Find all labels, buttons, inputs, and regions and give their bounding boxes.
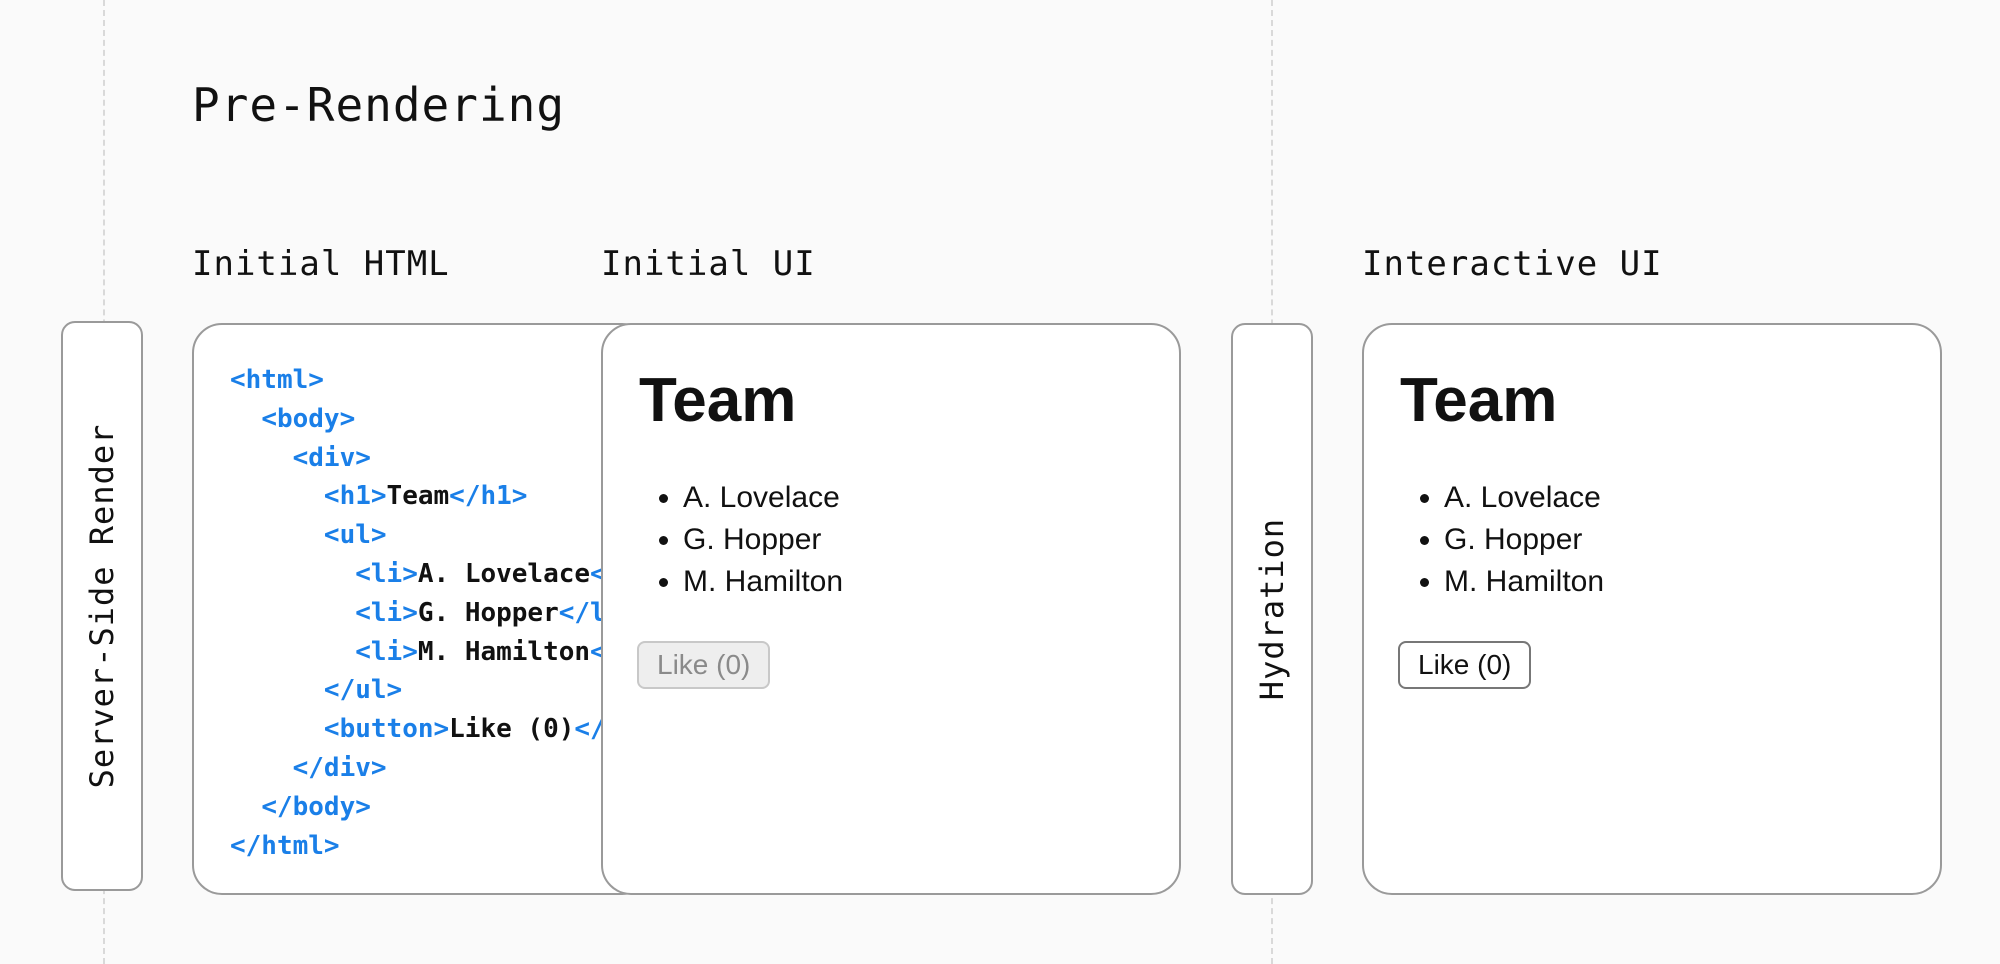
code-tag: </div>: [292, 752, 387, 783]
label-interactive-ui: Interactive UI: [1362, 244, 1663, 284]
code-tag: <html>: [230, 365, 324, 395]
html-code-block: <html> <body> <div> <h1>Team</h1> <ul> <…: [230, 361, 650, 866]
step-server-side-render: Server-Side Render: [61, 321, 143, 891]
code-text: M. Hamilton: [417, 636, 591, 667]
list-item: A. Lovelace: [1444, 477, 1604, 519]
code-line: <html>: [230, 361, 650, 400]
label-initial-ui: Initial UI: [601, 244, 816, 284]
list-item: G. Hopper: [1444, 519, 1604, 561]
diagram-title: Pre-Rendering: [192, 78, 566, 132]
like-button-disabled: Like (0): [637, 641, 771, 689]
code-text: Like (0): [449, 714, 575, 745]
code-tag: <div>: [292, 442, 371, 473]
code-tag: </ul>: [323, 675, 403, 706]
code-line: <div>: [230, 439, 650, 478]
code-tag: <li>: [355, 636, 418, 667]
code-line: <ul>: [230, 516, 650, 555]
initial-html-card: <html> <body> <div> <h1>Team</h1> <ul> <…: [192, 323, 652, 895]
code-line: <body>: [230, 400, 650, 439]
list-item: A. Lovelace: [683, 477, 843, 519]
code-tag: <li>: [355, 558, 418, 589]
list-item: M. Hamilton: [683, 561, 843, 603]
code-tag: <button>: [323, 714, 450, 745]
team-member-list: A. Lovelace G. Hopper M. Hamilton: [1400, 477, 1604, 603]
code-tag: <ul>: [323, 520, 387, 551]
code-line: </body>: [230, 788, 650, 827]
code-line: </div>: [230, 749, 650, 788]
code-line: <h1>Team</h1>: [230, 477, 650, 516]
code-line: <li>M. Hamilton</li>: [230, 633, 650, 672]
initial-ui-card: Team A. Lovelace G. Hopper M. Hamilton L…: [601, 323, 1181, 895]
code-text: Team: [386, 481, 450, 512]
code-tag: </body>: [261, 791, 371, 822]
step-server-side-render-label: Server-Side Render: [83, 423, 121, 789]
code-text: G. Hopper: [417, 597, 559, 628]
code-tag: <body>: [261, 403, 356, 434]
code-tag: <li>: [355, 597, 418, 628]
code-line: </ul>: [230, 671, 650, 710]
like-button[interactable]: Like (0): [1398, 641, 1532, 689]
code-line: <li>A. Lovelace</li>: [230, 555, 650, 594]
interactive-ui-card: Team A. Lovelace G. Hopper M. Hamilton L…: [1362, 323, 1942, 895]
code-line: </html>: [230, 827, 650, 866]
code-tag: </html>: [230, 830, 340, 861]
step-hydration: Hydration: [1231, 323, 1313, 895]
list-item: M. Hamilton: [1444, 561, 1604, 603]
step-hydration-label: Hydration: [1253, 517, 1291, 701]
list-item: G. Hopper: [683, 519, 843, 561]
code-line: <button>Like (0)</button>: [230, 710, 650, 749]
code-tag: </h1>: [449, 481, 528, 512]
team-heading: Team: [639, 366, 797, 435]
code-line: <li>G. Hopper</li>: [230, 594, 650, 633]
code-text: A. Lovelace: [417, 558, 591, 589]
label-initial-html: Initial HTML: [192, 244, 450, 284]
code-tag: <h1>: [323, 481, 387, 512]
team-heading: Team: [1400, 366, 1558, 435]
team-member-list: A. Lovelace G. Hopper M. Hamilton: [639, 477, 843, 603]
